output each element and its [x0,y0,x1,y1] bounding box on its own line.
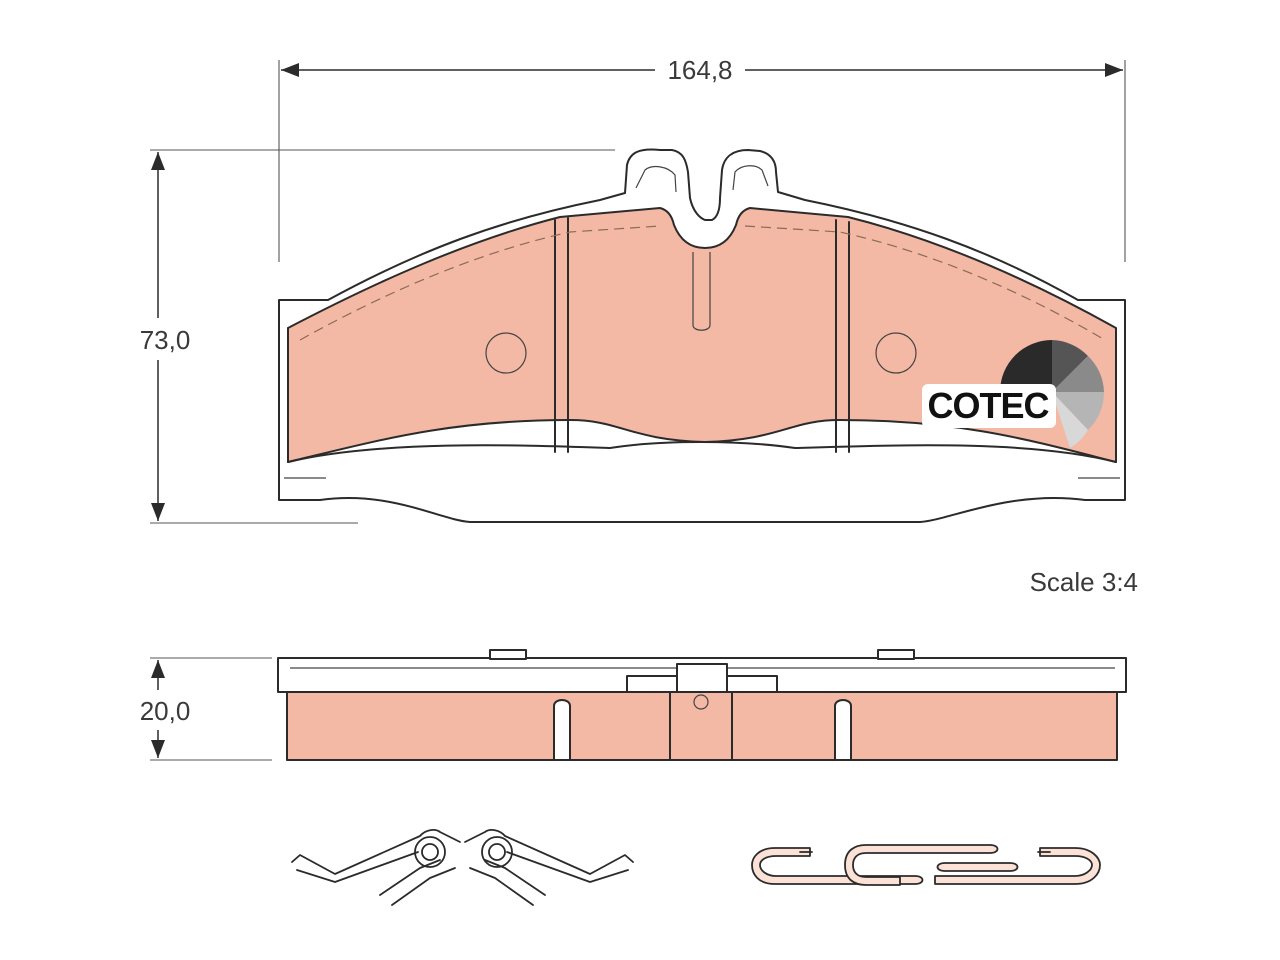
brake-pad-front-view [278,148,1126,523]
spring-clip-left [291,829,634,906]
left-reference-circle [485,332,527,374]
friction-material [287,207,1117,463]
side-friction-material [286,691,1118,761]
height-label: 73,0 [140,325,191,355]
width-dimension: 164,8 [278,55,1126,262]
scale-label: Scale 3:4 [1030,567,1138,597]
logo-text: COTEC [928,385,1050,426]
thickness-label: 20,0 [140,696,191,726]
width-label: 164,8 [667,55,732,85]
thickness-dimension: 20,0 [140,657,272,761]
brake-pad-side-view [277,649,1127,761]
height-dimension: 73,0 [140,149,615,524]
cotec-logo: COTEC [922,340,1105,448]
right-reference-circle [875,332,917,374]
spring-clip-right [751,844,1101,886]
